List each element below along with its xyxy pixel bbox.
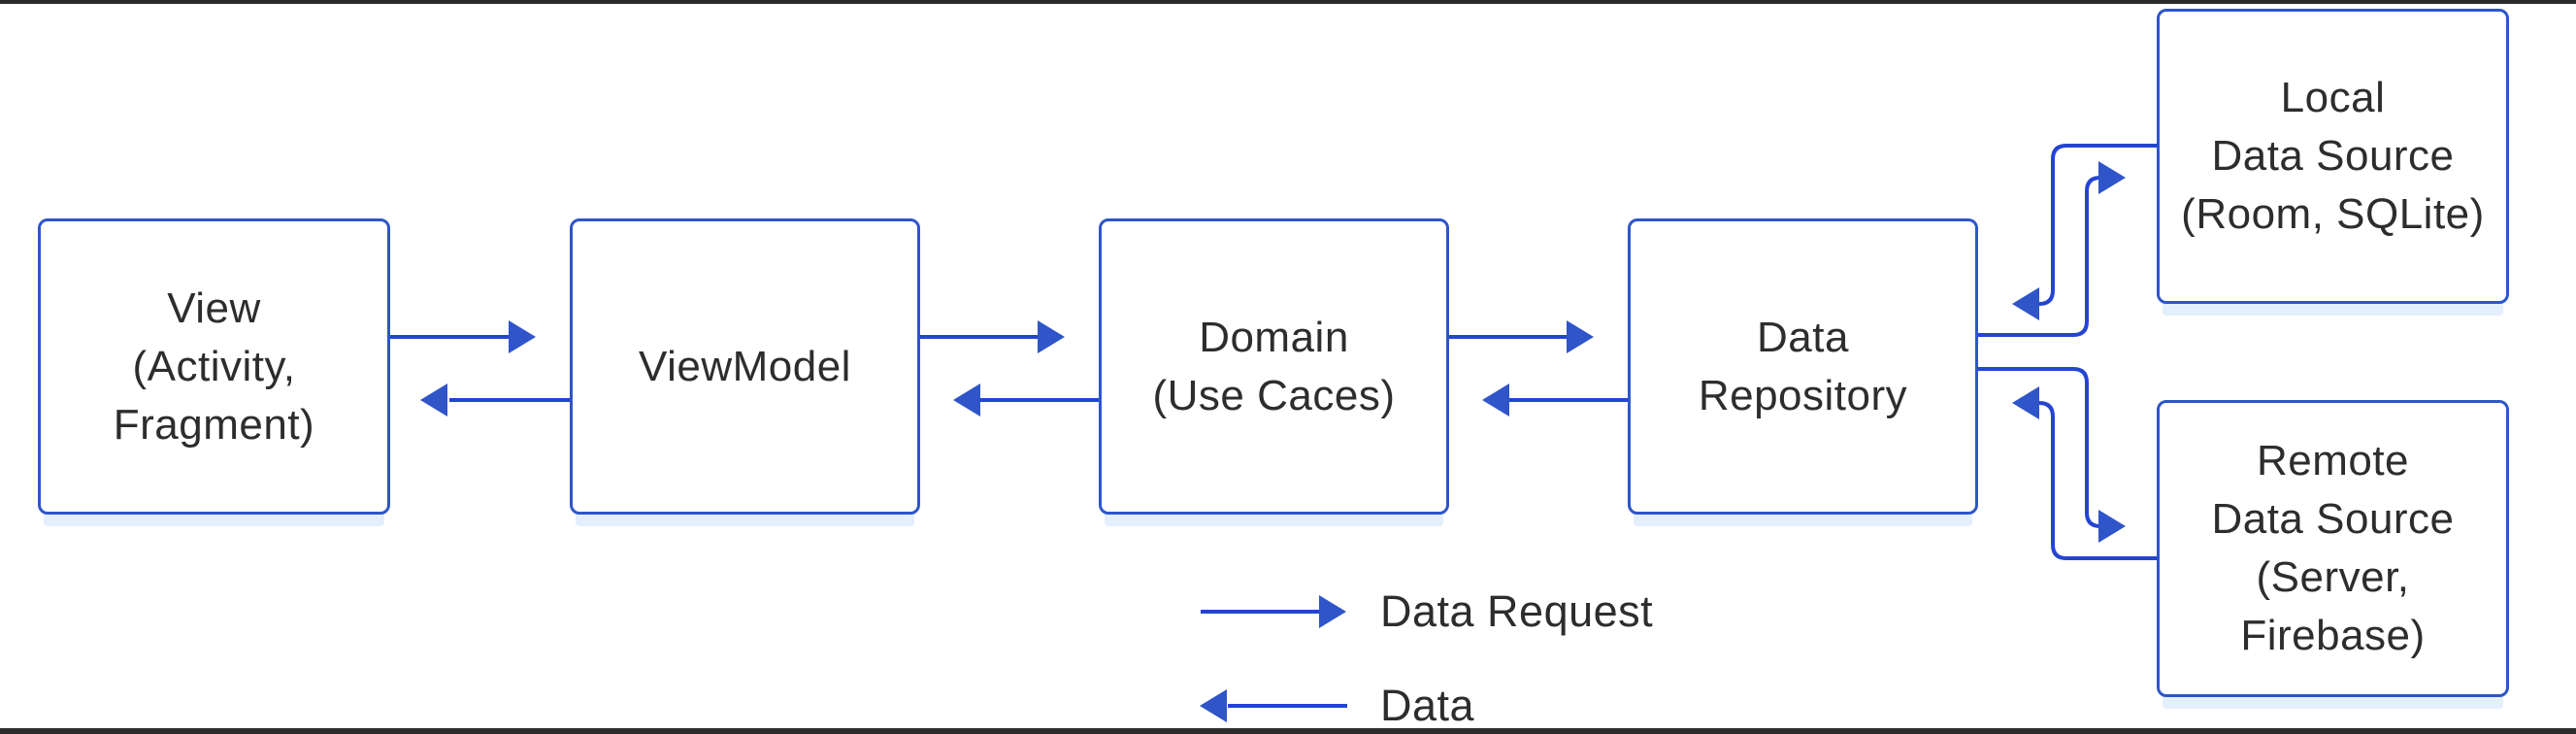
arrow-domain-to-viewmodel-data (953, 384, 1099, 417)
box-repository-line-1: Data (1757, 313, 1849, 361)
arrow-viewmodel-to-domain-request (920, 320, 1065, 353)
top-border-bar (0, 0, 2576, 4)
arrow-viewmodel-to-view-data (420, 384, 570, 417)
arrow-remote-to-repository-data (2012, 386, 2158, 560)
box-local-data-source: Local Data Source (Room, SQLite) (2157, 9, 2509, 304)
bottom-border-bar (0, 728, 2576, 734)
legend-request-arrow (1201, 595, 1346, 628)
box-domain-line-2: (Use Caces) (1152, 371, 1396, 419)
box-view-line-3: Fragment) (113, 400, 315, 449)
box-viewmodel-line-1: ViewModel (639, 342, 851, 390)
box-data-repository: Data Repository (1628, 218, 1978, 515)
box-local-line-1: Local (2280, 74, 2386, 121)
arrow-view-to-viewmodel-request (390, 320, 536, 353)
box-remote-line-2: Data Source (2211, 495, 2455, 543)
arrow-repository-to-remote-request (1978, 367, 2126, 543)
legend-request-label: Data Request (1380, 586, 1654, 636)
arrow-domain-to-repository-request (1449, 320, 1594, 353)
legend-data-arrow (1200, 689, 1347, 722)
box-domain-line-1: Domain (1199, 313, 1349, 361)
box-view-line-2: (Activity, (132, 342, 296, 390)
box-remote-line-4: Firebase) (2240, 612, 2426, 659)
box-remote-line-3: (Server, (2256, 553, 2410, 601)
arrow-local-to-repository-data (2012, 144, 2158, 320)
box-repository-line-2: Repository (1698, 371, 1908, 419)
box-viewmodel: ViewModel (570, 218, 920, 515)
box-local-line-3: (Room, SQLite) (2181, 190, 2485, 238)
arrow-repository-to-domain-data (1482, 384, 1628, 417)
box-local-line-2: Data Source (2211, 132, 2455, 180)
box-view: View (Activity, Fragment) (38, 218, 390, 515)
box-remote-data-source: Remote Data Source (Server, Firebase) (2157, 400, 2509, 697)
legend-data-label: Data (1380, 681, 1475, 730)
box-remote-line-1: Remote (2256, 437, 2410, 484)
arrow-repository-to-local-request (1978, 161, 2126, 337)
box-view-line-1: View (167, 284, 261, 332)
box-domain: Domain (Use Caces) (1099, 218, 1449, 515)
